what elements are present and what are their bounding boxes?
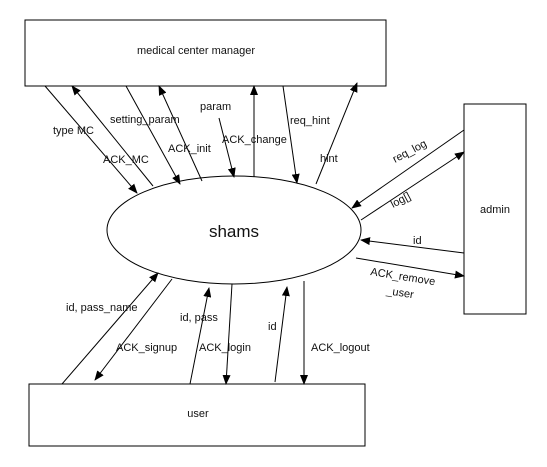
flow-req-log-arrow [351, 129, 465, 209]
flow-ack-signup-arrow [94, 278, 173, 381]
flow-log-arrow [360, 151, 465, 221]
flow-ack-init-arrow [158, 85, 203, 182]
flow-ack-mc-arrow [71, 85, 154, 187]
flow-ack-remove-arrow [355, 257, 465, 279]
flow-ack-login-label: ACK_login [199, 342, 251, 354]
flow-type-mc-arrow [44, 85, 138, 194]
flow-ack-logout-label: ACK_logout [311, 342, 370, 354]
flow-hint-arrow [315, 82, 358, 185]
medical-center-manager-box [24, 19, 387, 87]
admin-label: admin [480, 204, 510, 216]
medical-center-manager-label: medical center manager [137, 45, 255, 57]
flow-hint-label: hint [320, 153, 338, 165]
flow-id-pass-name-arrow [61, 272, 159, 385]
flow-param-arrow [218, 117, 236, 178]
flow-param-label: param [200, 101, 231, 113]
flow-ack-change-label: ACK_change [222, 134, 287, 146]
flow-setting-param-label: setting_param [110, 114, 180, 126]
flow-id-admin-arrow [360, 237, 465, 254]
flow-id-pass-label: id, pass [180, 312, 218, 324]
flow-id-admin-label: id [413, 235, 422, 247]
user-box [28, 383, 366, 447]
flow-id-user-label: id [268, 321, 277, 333]
flow-type-mc-label: type MC [53, 125, 94, 137]
flow-ack-init-label: ACK_init [168, 143, 211, 155]
flow-setting-param-arrow [125, 85, 181, 185]
flow-id-pass-arrow [189, 287, 212, 385]
shams-label: shams [209, 222, 259, 241]
flow-ack-signup-label: ACK_signup [116, 342, 177, 354]
admin-box [463, 103, 527, 315]
flow-req-log-label: req_log [391, 138, 429, 166]
flow-req-hint-arrow [282, 85, 300, 184]
flow-ack-login-arrow [222, 283, 233, 385]
flow-log-label: log[] [389, 190, 413, 210]
user-label: user [187, 408, 209, 420]
flow-req-hint-label: req_hint [290, 115, 330, 127]
flow-ack-remove-user-label: _user [385, 285, 415, 301]
flow-id-user-arrow [274, 286, 290, 383]
flow-id-pass-name-label: id, pass_name [66, 302, 138, 314]
flow-ack-mc-label: ACK_MC [103, 154, 149, 166]
